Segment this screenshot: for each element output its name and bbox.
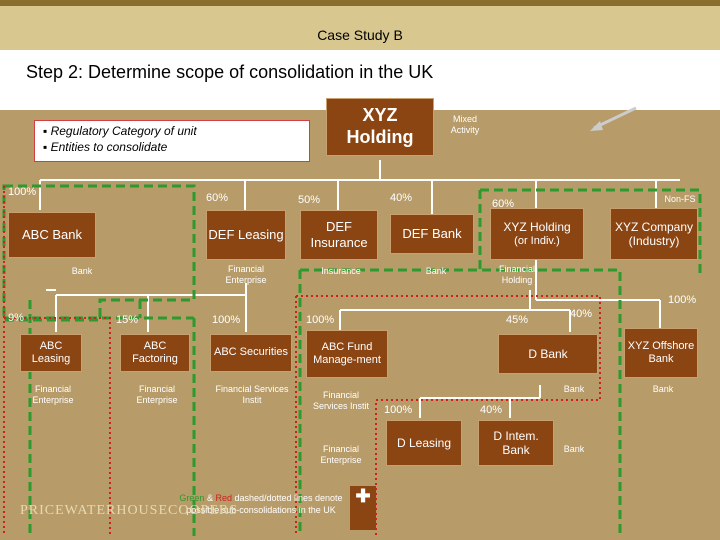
financial-services-fund-label: Financial Services Instit xyxy=(312,390,370,411)
legend-red: Red xyxy=(215,493,232,503)
header-rule xyxy=(0,0,720,6)
xyz-holding-box[interactable]: XYZ Holding xyxy=(326,98,434,156)
abc-factoring-box[interactable]: ABC Factoring xyxy=(120,334,190,372)
financial-enterprise-label: Financial Enterprise xyxy=(225,264,267,285)
financial-holding-label: Financial Holding xyxy=(498,264,536,285)
financial-enterprise-factoring-label: Financial Enterprise xyxy=(136,384,178,405)
pct-60-def-leasing: 60% xyxy=(206,192,229,204)
pct-40-def-bank: 40% xyxy=(390,192,413,204)
financial-services-securities-label: Financial Services Instit xyxy=(215,384,289,405)
abc-leasing-box[interactable]: ABC Leasing xyxy=(20,334,82,372)
financial-enterprise-leasing-label: Financial Enterprise xyxy=(32,384,74,405)
box-line: XYZ Holding xyxy=(503,220,571,235)
legend-note: Green & Red dashed/dotted lines denote p… xyxy=(168,492,354,516)
bank-label-abc: Bank xyxy=(71,266,93,276)
pct-100-abc-fund: 100% xyxy=(306,314,335,326)
legend-rest: dashed/dotted lines denote possible sub-… xyxy=(186,493,343,515)
bank-label-offshore: Bank xyxy=(652,384,674,394)
slide-title: Case Study B xyxy=(317,27,403,43)
abc-fund-box[interactable]: ABC Fund Manage-ment xyxy=(306,330,388,378)
entities-note: Entities to be included in consolidation… xyxy=(606,60,709,104)
bank-label-def: Bank xyxy=(425,266,447,276)
pwc-logo: PRICEWATERHOUSECOOPERS xyxy=(20,503,239,518)
def-leasing-box[interactable]: DEF Leasing xyxy=(206,210,286,260)
pct-9-abc-leasing: 9% xyxy=(8,312,24,324)
d-intem-bank-box[interactable]: D Intem. Bank xyxy=(478,420,554,466)
header-bar xyxy=(0,0,720,50)
insurance-label: Insurance xyxy=(321,266,361,276)
d-bank-box[interactable]: D Bank xyxy=(498,334,598,374)
pct-15-abc-factoring: 15% xyxy=(116,314,139,326)
financial-enterprise-fund-label: Financial Enterprise xyxy=(320,444,362,465)
pct-40-d-intem: 40% xyxy=(480,404,503,416)
mixed-activity-label: Mixed Activity xyxy=(450,114,480,135)
pct-100-abc-bank: 100% xyxy=(8,186,37,198)
legend-green: Green xyxy=(179,493,205,503)
box-line: (Industry) xyxy=(628,234,680,248)
def-insurance-box[interactable]: DEF Insurance xyxy=(300,210,378,260)
abc-securities-box[interactable]: ABC Securities xyxy=(210,334,292,372)
box-line: (or Indiv.) xyxy=(514,234,560,247)
pct-60-xyz-holding-indiv: 60% xyxy=(492,198,515,210)
pct-50-def-insurance: 50% xyxy=(298,194,321,206)
xyz-holding-indiv-box[interactable]: XYZ Holding (or Indiv.) xyxy=(490,208,584,260)
pct-100-abc-securities: 100% xyxy=(212,314,241,326)
xyz-company-box[interactable]: XYZ Company (Industry) xyxy=(610,208,698,260)
step-title: Step 2: Determine scope of consolidation… xyxy=(26,62,434,82)
legend-bullets: ▪ Regulatory Category of unit ▪ Entities… xyxy=(34,120,310,162)
def-bank-box[interactable]: DEF Bank xyxy=(390,214,474,254)
bullet-text: Regulatory Category of unit xyxy=(50,124,197,138)
abc-bank-box[interactable]: ABC Bank xyxy=(8,212,96,258)
plus-icon: ✚ xyxy=(350,486,376,530)
box-line: XYZ Company xyxy=(614,219,694,234)
non-fs-label: Non-FS xyxy=(664,194,696,204)
pct-100-d-leasing: 100% xyxy=(384,404,413,416)
diagram-background xyxy=(0,110,720,540)
pct-40-d-bank: 40% xyxy=(570,308,593,320)
legend-amp: & xyxy=(204,493,216,503)
d-leasing-box[interactable]: D Leasing xyxy=(386,420,462,466)
pct-45-d-bank: 45% xyxy=(506,314,529,326)
xyz-offshore-bank-box[interactable]: XYZ Offshore Bank xyxy=(624,328,698,378)
bullet-item: ▪ Regulatory Category of unit xyxy=(43,124,197,138)
bank-label-d: Bank xyxy=(563,384,585,394)
bank-label-intem: Bank xyxy=(563,444,585,454)
pct-100-xyz-offshore: 100% xyxy=(668,294,697,306)
bullet-text: Entities to consolidate xyxy=(50,140,168,154)
bullet-item: ▪ Entities to consolidate xyxy=(43,140,168,154)
